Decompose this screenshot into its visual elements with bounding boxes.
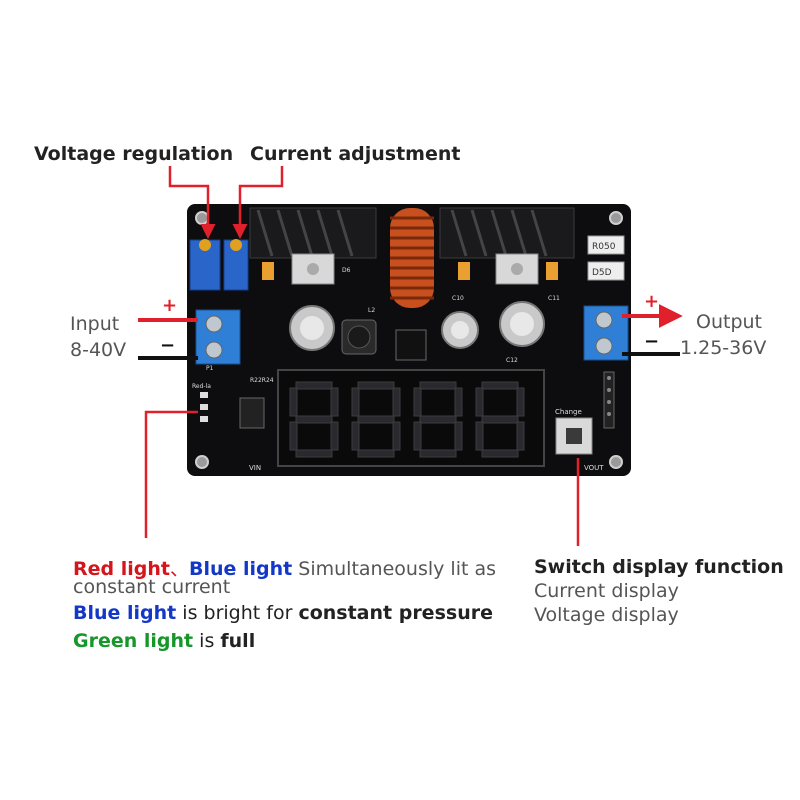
legend-line-1: Red light、Blue light Simultaneously lit … (73, 554, 496, 581)
legend-blue-light-2: Blue light (73, 602, 177, 624)
input-minus-sign: − (160, 335, 175, 356)
switch-item-voltage: Voltage display (534, 604, 679, 626)
inductor-coil-icon (390, 208, 434, 308)
c11-text: C11 (548, 295, 560, 302)
l2-text: L2 (368, 307, 375, 314)
d6-text: D6 (342, 267, 351, 274)
output-label: Output (696, 311, 762, 333)
switch-title: Switch display function (534, 556, 784, 578)
legend-line-2: constant current (73, 576, 231, 598)
current-adjustment-label: Current adjustment (250, 143, 461, 165)
input-label: Input (70, 313, 120, 335)
indicator-callout-line-icon (144, 410, 198, 538)
output-minus-sign: − (644, 331, 659, 352)
resistor-d5d (587, 261, 625, 281)
sop-chip (239, 397, 265, 429)
capacitor-icons (289, 301, 545, 351)
d5d-text: D5D (592, 268, 612, 278)
switch-item-current: Current display (534, 580, 679, 602)
legend-line4-mid: is (193, 630, 221, 652)
potentiometer-voltage-icon (189, 239, 221, 291)
legend-separator: 、 (169, 558, 189, 580)
indicator-led-icons (200, 392, 208, 422)
r22r24-text: R22R24 (250, 377, 274, 384)
controller-chip (395, 329, 427, 361)
legend-line3-mid: is bright for (176, 602, 299, 624)
vin-text: VIN (249, 464, 261, 472)
voltage-callout-line-icon (168, 166, 216, 239)
output-range: 1.25-36V (680, 337, 767, 359)
legend-line1-rest: Simultaneously lit as (292, 558, 496, 580)
pin-header (603, 371, 615, 429)
legend-blue-light-1: Blue light (188, 558, 293, 580)
p1-text: P1 (206, 365, 214, 372)
red-la-text: Red-la (192, 383, 211, 390)
legend-constant-pressure: constant pressure (298, 602, 493, 624)
legend-full: full (220, 630, 256, 652)
input-terminal-icon (195, 309, 241, 365)
c12-text: C12 (506, 357, 518, 364)
output-plus-sign: + (644, 291, 659, 312)
current-callout-line-icon (232, 166, 284, 239)
c10-text: C10 (452, 295, 464, 302)
input-plus-sign: + (162, 295, 177, 316)
r050-text: R050 (592, 242, 616, 252)
vout-text: VOUT (584, 464, 604, 472)
legend-green-light: Green light (73, 630, 194, 652)
voltage-regulation-label: Voltage regulation (34, 143, 234, 165)
change-button-icon (555, 417, 593, 455)
legend-line-3: Blue light is bright for constant pressu… (73, 602, 493, 624)
change-text: Change (555, 408, 582, 416)
heatsink-right (439, 207, 575, 259)
heatsink-left (249, 207, 377, 259)
potentiometer-current-icon (223, 239, 249, 291)
input-range: 8-40V (70, 339, 127, 361)
output-terminal-icon (583, 305, 629, 361)
resistor-r050 (587, 235, 625, 255)
legend-red-light: Red light (73, 558, 170, 580)
legend-line-4: Green light is full (73, 630, 255, 652)
display-digits (289, 381, 525, 458)
